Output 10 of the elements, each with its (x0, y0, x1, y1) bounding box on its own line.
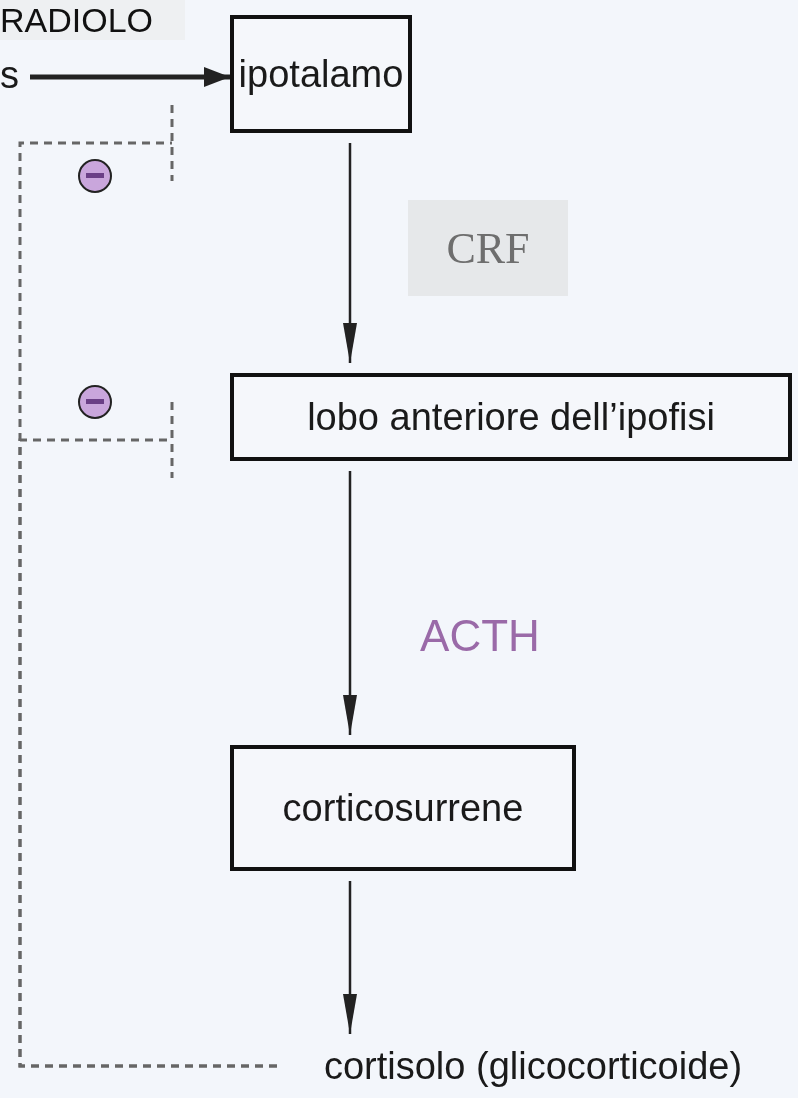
node-text: cortisolo (glicocorticoide) (283, 1040, 783, 1092)
process-box (230, 15, 412, 133)
box-label: corticosurrene (282, 786, 524, 830)
process-box (230, 373, 792, 461)
heading-label: RADIOLO (0, 0, 185, 40)
process-box (230, 745, 576, 871)
box-label: ipotalamo (238, 52, 404, 96)
node-text: s (0, 52, 26, 98)
box-label: lobo anteriore dell’ipofisi (307, 395, 715, 439)
edge-label: CRF (408, 200, 568, 296)
